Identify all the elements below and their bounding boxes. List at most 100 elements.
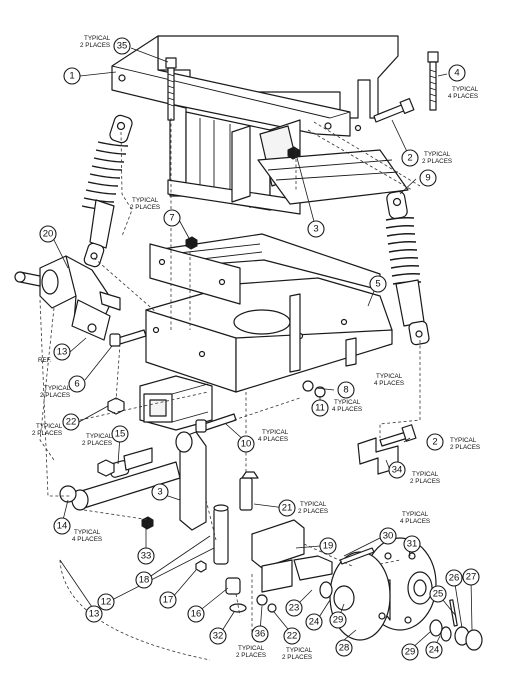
callout-31: 31 xyxy=(403,535,421,553)
callout-24-left: 24 xyxy=(305,613,323,631)
svg-text:2 PLACES: 2 PLACES xyxy=(236,652,266,659)
svg-text:8: 8 xyxy=(343,385,348,396)
svg-text:4 PLACES: 4 PLACES xyxy=(448,93,478,100)
svg-text:22: 22 xyxy=(66,417,77,428)
svg-text:7: 7 xyxy=(169,213,174,224)
callout-29-right: 29 xyxy=(401,643,419,661)
svg-text:22: 22 xyxy=(287,631,298,642)
svg-text:2 PLACES: 2 PLACES xyxy=(422,158,452,165)
note-2-lower: TYPICAL 2 PLACES xyxy=(450,437,480,451)
callout-20: 20 xyxy=(39,225,57,243)
svg-text:TYPICAL: TYPICAL xyxy=(262,429,289,436)
callout-21: 21 xyxy=(278,499,296,517)
svg-text:3: 3 xyxy=(157,487,162,498)
callout-36: 36 xyxy=(251,625,269,643)
callout-14: 14 xyxy=(53,517,71,535)
svg-text:15: 15 xyxy=(115,429,126,440)
svg-text:2 PLACES: 2 PLACES xyxy=(282,654,312,661)
callout-34: 34 xyxy=(388,461,406,479)
svg-text:34: 34 xyxy=(392,465,403,476)
callout-23: 23 xyxy=(285,599,303,617)
callout-24-right: 24 xyxy=(425,641,443,659)
callout-9: 9 xyxy=(419,169,437,187)
callout-35: 35 xyxy=(113,37,131,55)
svg-text:4 PLACES: 4 PLACES xyxy=(332,406,362,413)
shock-absorber-right xyxy=(385,190,430,346)
lower-control-arm xyxy=(59,431,247,613)
svg-text:TYPICAL: TYPICAL xyxy=(74,529,101,536)
callout-19: 19 xyxy=(319,537,337,555)
svg-text:TYPICAL: TYPICAL xyxy=(452,86,479,93)
callout-11: 11 xyxy=(311,399,329,417)
shock-absorber-left xyxy=(81,114,133,268)
svg-text:13: 13 xyxy=(89,609,100,620)
callout-7: 7 xyxy=(163,209,181,227)
svg-text:TYPICAL: TYPICAL xyxy=(84,35,111,42)
callout-30: 30 xyxy=(379,527,397,545)
svg-text:27: 27 xyxy=(466,572,477,583)
svg-text:16: 16 xyxy=(191,609,202,620)
callout-2-lower: 2 xyxy=(426,433,444,451)
svg-text:10: 10 xyxy=(241,439,252,450)
svg-text:TYPICAL: TYPICAL xyxy=(238,645,265,652)
svg-text:TYPICAL: TYPICAL xyxy=(44,385,71,392)
svg-text:26: 26 xyxy=(449,573,460,584)
note-35: TYPICAL 2 PLACES xyxy=(80,35,111,49)
svg-text:2 PLACES: 2 PLACES xyxy=(32,430,62,437)
svg-text:2 PLACES: 2 PLACES xyxy=(40,392,70,399)
svg-text:29: 29 xyxy=(405,647,416,658)
svg-text:18: 18 xyxy=(139,575,150,586)
svg-text:33: 33 xyxy=(141,551,152,562)
svg-text:2: 2 xyxy=(432,437,437,448)
callout-6: 6 xyxy=(68,375,86,393)
svg-text:2 PLACES: 2 PLACES xyxy=(450,444,480,451)
callout-16: 16 xyxy=(187,605,205,623)
svg-text:12: 12 xyxy=(101,597,112,608)
note-34: TYPICAL 2 PLACES xyxy=(410,471,440,485)
callout-32: 32 xyxy=(209,627,227,645)
svg-text:TYPICAL: TYPICAL xyxy=(36,423,63,430)
svg-text:6: 6 xyxy=(74,379,79,390)
svg-text:4 PLACES: 4 PLACES xyxy=(400,518,430,525)
svg-text:20: 20 xyxy=(43,229,54,240)
svg-text:24: 24 xyxy=(309,617,320,628)
assembly-reference-lines xyxy=(39,118,421,661)
svg-text:2: 2 xyxy=(407,153,412,164)
callout-18: 18 xyxy=(135,571,153,589)
svg-text:29: 29 xyxy=(333,615,344,626)
svg-text:4: 4 xyxy=(454,68,459,79)
note-22-upper: TYPICAL 2 PLACES xyxy=(32,423,63,437)
svg-text:25: 25 xyxy=(433,589,444,600)
svg-text:TYPICAL: TYPICAL xyxy=(450,437,477,444)
callout-12: 12 xyxy=(97,593,115,611)
svg-text:21: 21 xyxy=(282,503,293,514)
svg-text:2 PLACES: 2 PLACES xyxy=(130,204,160,211)
note-6: TYPICAL 2 PLACES xyxy=(40,385,71,399)
note-7: TYPICAL 2 PLACES xyxy=(130,197,160,211)
note-15: TYPICAL 2 PLACES xyxy=(82,433,113,447)
svg-text:9: 9 xyxy=(425,173,430,184)
callout-5: 5 xyxy=(369,275,387,293)
callout-13-ref: 13 xyxy=(53,343,71,361)
svg-text:2 PLACES: 2 PLACES xyxy=(80,42,110,49)
svg-text:30: 30 xyxy=(383,531,394,542)
note-8: TYPICAL 4 PLACES xyxy=(374,373,404,387)
svg-text:TYPICAL: TYPICAL xyxy=(334,399,361,406)
note-11: TYPICAL 4 PLACES xyxy=(332,399,362,413)
note-13-ref: REF. xyxy=(38,357,52,364)
hitch-receiver xyxy=(139,375,213,431)
callout-17: 17 xyxy=(159,591,177,609)
svg-text:2 PLACES: 2 PLACES xyxy=(410,478,440,485)
svg-text:TYPICAL: TYPICAL xyxy=(286,647,313,654)
svg-text:TYPICAL: TYPICAL xyxy=(300,501,327,508)
note-22-lower: TYPICAL 2 PLACES xyxy=(282,647,313,661)
svg-text:5: 5 xyxy=(375,279,380,290)
svg-text:28: 28 xyxy=(339,643,350,654)
callout-4: 4 xyxy=(448,64,466,82)
svg-text:2 PLACES: 2 PLACES xyxy=(298,508,328,515)
note-10: TYPICAL 4 PLACES xyxy=(258,429,289,443)
svg-text:2 PLACES: 2 PLACES xyxy=(82,440,112,447)
note-36: TYPICAL 2 PLACES xyxy=(236,645,266,659)
callout-1: 1 xyxy=(63,67,81,85)
svg-text:23: 23 xyxy=(289,603,300,614)
